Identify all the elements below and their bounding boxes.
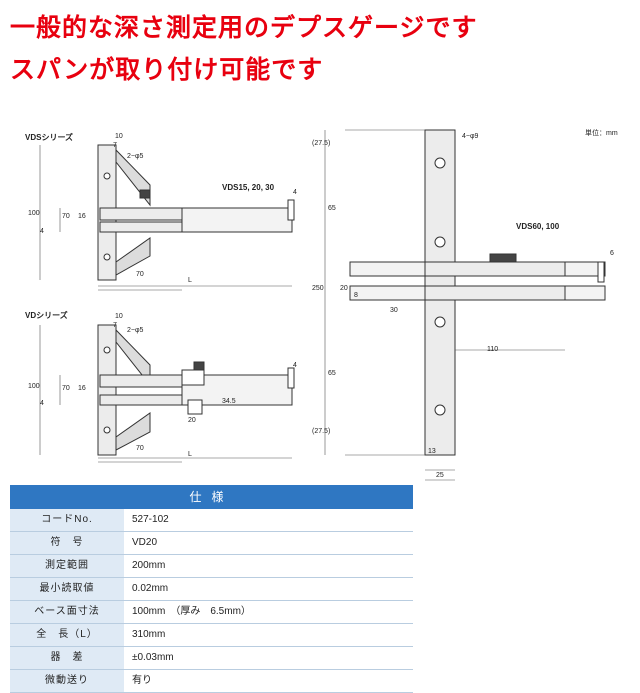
dim-label: 4 xyxy=(40,228,44,235)
spec-label: 測定範囲 xyxy=(10,555,124,577)
dim-label: 4 xyxy=(293,362,297,369)
dim-label: 30 xyxy=(390,307,398,314)
dim-label: 34.5 xyxy=(222,398,236,405)
dim-label: (27.5) xyxy=(312,428,331,435)
diagram-model-vds60: VDS60, 100 xyxy=(516,222,560,231)
spec-row: コードNo.527-102 xyxy=(10,509,413,532)
diagram-title-vd-series: VDシリーズ xyxy=(25,311,68,320)
dim-label: 16 xyxy=(78,385,86,392)
dim-label: 8 xyxy=(354,292,358,299)
dim-label: 110 xyxy=(487,346,499,353)
dim-label: 6 xyxy=(610,250,614,257)
dim-label: 25 xyxy=(436,472,444,479)
spec-label: コードNo. xyxy=(10,509,124,531)
dim-label: L xyxy=(188,277,192,284)
spec-value: 有り xyxy=(124,670,413,692)
spec-value: 200mm xyxy=(124,555,413,577)
dim-label: 70 xyxy=(62,385,70,392)
spec-value: 527-102 xyxy=(124,509,413,531)
dim-label: 70 xyxy=(136,445,144,452)
dim-label: 7 xyxy=(113,142,117,149)
dim-label: 65 xyxy=(328,370,336,377)
spec-value: VD20 xyxy=(124,532,413,554)
spec-value: ±0.03mm xyxy=(124,647,413,669)
spec-table-header: 仕様 xyxy=(10,485,413,509)
headline-line-2: スパンが取り付け可能です xyxy=(10,55,324,84)
spec-label: 微動送り xyxy=(10,670,124,692)
dim-label: L xyxy=(188,451,192,458)
headline-line-1: 一般的な深さ測定用のデプスゲージです xyxy=(10,13,478,42)
spec-label: 最小読取値 xyxy=(10,578,124,600)
dim-label: 100 xyxy=(28,210,40,217)
spec-value: 0.02mm xyxy=(124,578,413,600)
spec-label: 全 長（L） xyxy=(10,624,124,646)
dim-label: 13 xyxy=(428,448,436,455)
spec-label: 器 差 xyxy=(10,647,124,669)
dim-label: 20 xyxy=(340,285,348,292)
dim-label: (27.5) xyxy=(312,140,331,147)
dim-label: 250 xyxy=(312,285,324,292)
dim-label: 2−φ5 xyxy=(127,327,144,334)
spec-row: 全 長（L）310mm xyxy=(10,624,413,647)
dim-label: 100 xyxy=(28,383,40,390)
diagram-unit: 単位：mm xyxy=(585,130,618,137)
dim-label: 2−φ5 xyxy=(127,153,144,160)
depth-gauge-drawing xyxy=(39,129,606,481)
dim-label: 7 xyxy=(113,322,117,329)
dim-label: 4 xyxy=(293,189,297,196)
spec-label: 符 号 xyxy=(10,532,124,554)
diagram-model-vds15: VDS15, 20, 30 xyxy=(222,183,275,192)
dim-label: 4−φ9 xyxy=(462,133,479,140)
dim-label: 16 xyxy=(78,213,86,220)
dim-label: 10 xyxy=(115,313,123,320)
dim-label: 10 xyxy=(115,133,123,140)
spec-label: ベース面寸法 xyxy=(10,601,124,623)
dim-label: 20 xyxy=(188,417,196,424)
dim-label: 70 xyxy=(62,213,70,220)
spec-value: 100mm （厚み 6.5mm） xyxy=(124,601,413,623)
spec-row: 微動送り有り xyxy=(10,670,413,693)
dim-label: 70 xyxy=(136,271,144,278)
dim-label: 4 xyxy=(40,400,44,407)
diagram-title-vds-series: VDSシリーズ xyxy=(25,133,74,142)
dim-label: 65 xyxy=(328,205,336,212)
spec-value: 310mm xyxy=(124,624,413,646)
spec-row: 器 差±0.03mm xyxy=(10,647,413,670)
